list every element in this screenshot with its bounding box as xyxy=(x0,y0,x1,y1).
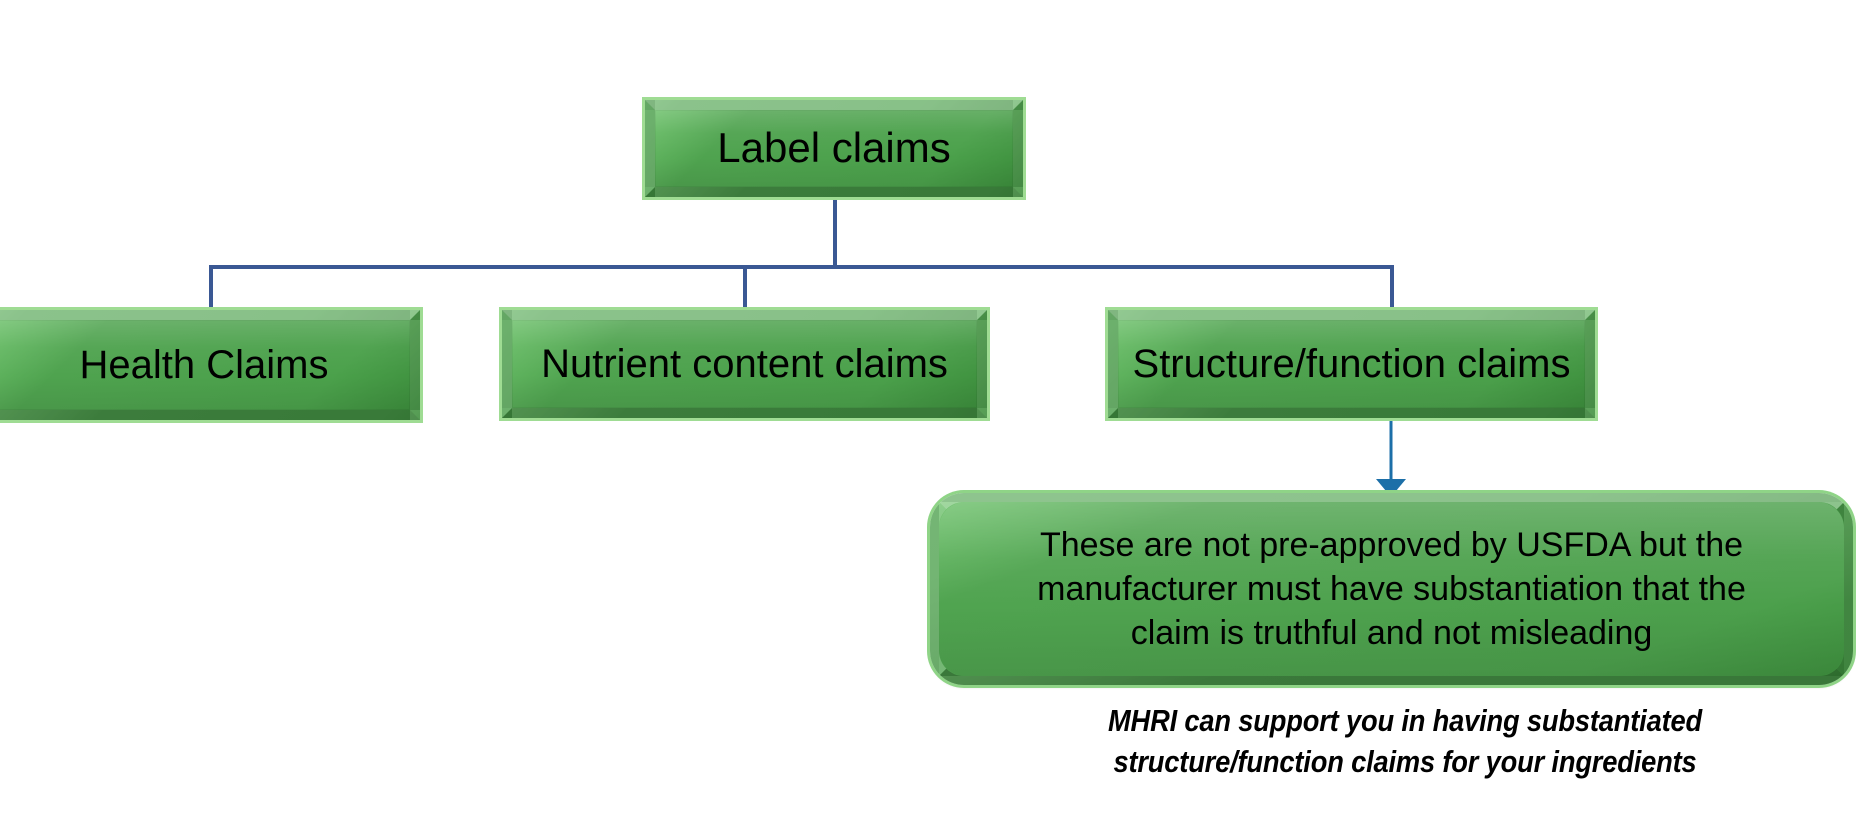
callout-line-2: manufacturer must have substantiation th… xyxy=(1037,569,1746,608)
node-structure-function-claims[interactable]: Structure/function claims xyxy=(1108,310,1595,418)
callout-line-3: claim is truthful and not misleading xyxy=(1130,614,1653,653)
callout-structure-function-note[interactable]: These are not pre-approved by USFDA but … xyxy=(930,493,1853,685)
node-structure-function-claims-label: Structure/function claims xyxy=(1132,341,1571,386)
node-nutrient-content-claims-label: Nutrient content claims xyxy=(541,341,948,386)
footnote-line-2: structure/function claims for your ingre… xyxy=(1113,744,1697,780)
footnote-mhri-support: MHRI can support you in having substanti… xyxy=(1066,700,1744,782)
node-health-claims-label: Health Claims xyxy=(79,342,329,387)
arrow-head-icon xyxy=(1376,479,1406,497)
node-health-claims[interactable]: Health Claims xyxy=(0,310,420,420)
node-label-claims-label: Label claims xyxy=(717,124,951,172)
node-nutrient-content-claims[interactable]: Nutrient content claims xyxy=(502,310,987,418)
callout-line-1: These are not pre-approved by USFDA but … xyxy=(1039,525,1744,564)
footnote-line-1: MHRI can support you in having substanti… xyxy=(1108,703,1702,738)
node-label-claims[interactable]: Label claims xyxy=(645,100,1023,197)
callout-text: These are not pre-approved by USFDA but … xyxy=(939,523,1844,656)
